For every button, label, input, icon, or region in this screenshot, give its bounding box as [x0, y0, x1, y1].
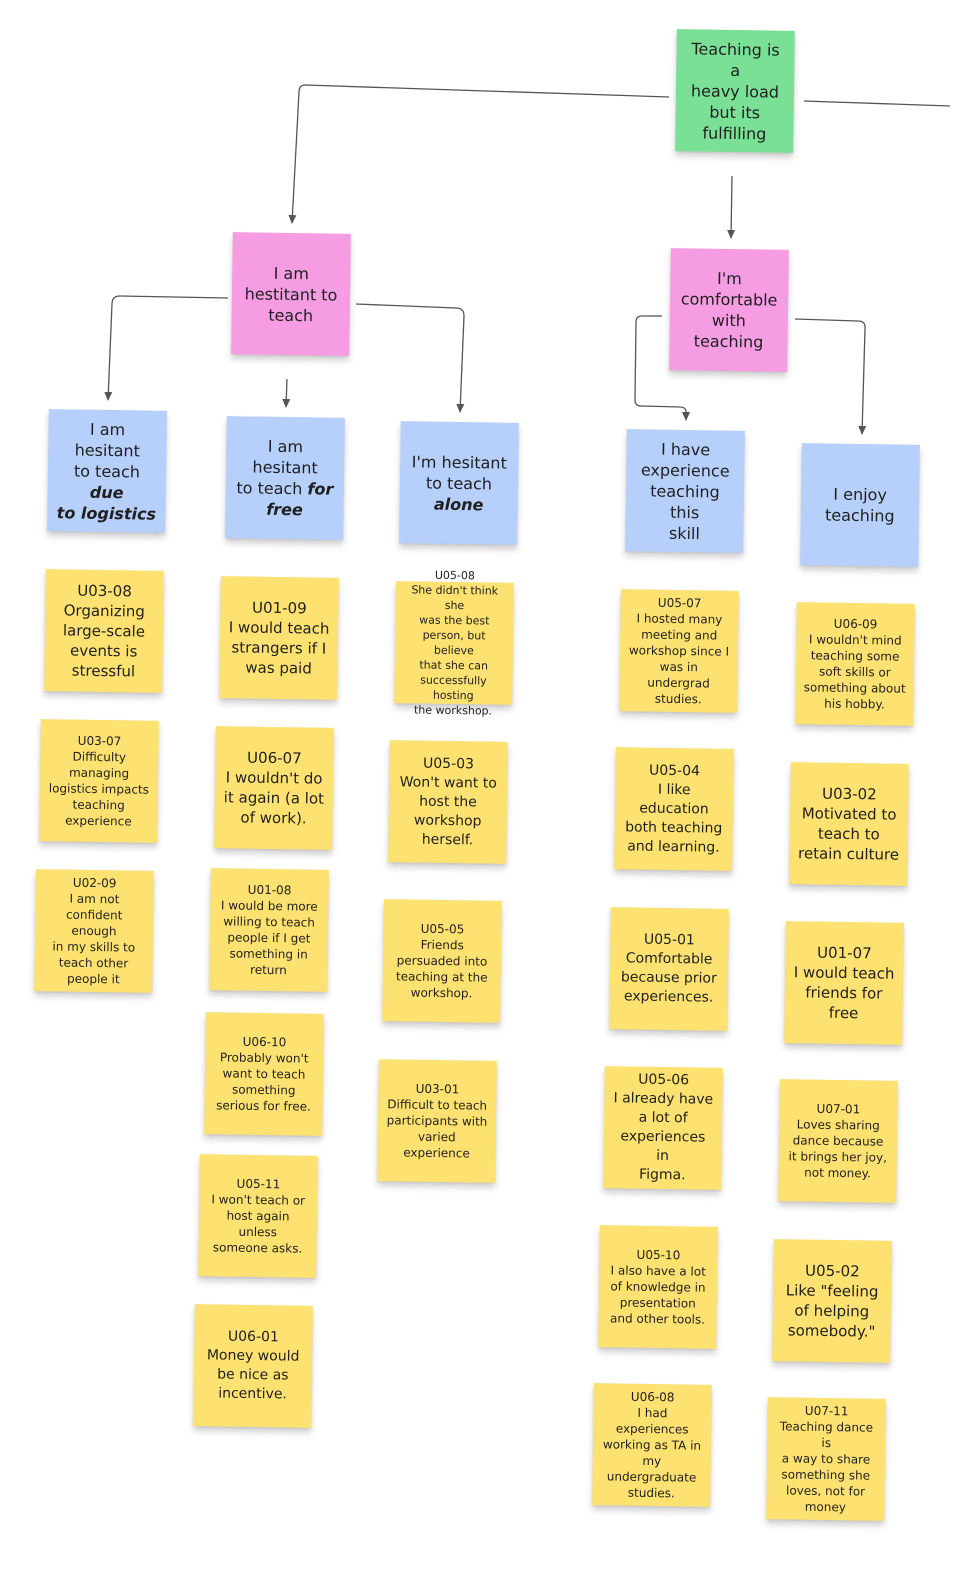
root-note[interactable]: Teaching is a heavy load but its fulfill… — [675, 29, 795, 153]
note-text: U01-09 I would teach strangers if I was … — [228, 598, 330, 678]
note-text: U05-02 Like "feeling of helping somebody… — [785, 1261, 879, 1341]
connector-hesitant-logistics[interactable] — [104, 295, 229, 401]
note-text: U06-07 I wouldn't do it again (a lot of … — [223, 748, 325, 828]
note-text: U07-11 Teaching dance is a way to share … — [779, 1403, 874, 1515]
connector-root-offscreen[interactable] — [803, 100, 951, 107]
note-u06-07[interactable]: U06-07 I wouldn't do it again (a lot of … — [214, 726, 334, 850]
note-text: U03-01 Difficult to teach participants w… — [386, 1081, 488, 1161]
note-u03-01[interactable]: U03-01 Difficult to teach participants w… — [377, 1059, 497, 1183]
note-u06-01[interactable]: U06-01 Money would be nice as incentive. — [193, 1304, 313, 1428]
note-u06-09[interactable]: U06-09 I wouldn't mind teaching some sof… — [795, 602, 915, 726]
note-u03-02[interactable]: U03-02 Motivated to teach to retain cult… — [789, 762, 909, 886]
note-u06-10[interactable]: U06-10 Probably won't want to teach some… — [204, 1012, 324, 1136]
note-u03-07[interactable]: U03-07 Difficulty managing logistics imp… — [39, 719, 159, 843]
note-u05-03[interactable]: U05-03 Won't want to host the workshop h… — [388, 740, 508, 864]
note-text: U05-01 Comfortable because prior experie… — [620, 931, 717, 1006]
note-u05-02[interactable]: U05-02 Like "feeling of helping somebody… — [772, 1239, 892, 1363]
note-u05-08[interactable]: U05-08 She didn't think she was the best… — [394, 569, 514, 718]
theme-comfortable[interactable]: I'm comfortable with teaching — [669, 248, 789, 372]
note-u05-06[interactable]: U05-06 I already have a lot of experienc… — [603, 1066, 723, 1190]
group-alone-text: I'm hesitant to teach alone — [411, 451, 507, 515]
theme-hesitant[interactable]: I am hestitant to teach — [231, 232, 351, 356]
note-text: U01-07 I would teach friends for free — [793, 943, 895, 1023]
note-u01-07[interactable]: U01-07 I would teach friends for free — [784, 921, 904, 1045]
note-text: U03-07 Difficulty managing logistics imp… — [48, 733, 150, 829]
note-text: U05-03 Won't want to host the workshop h… — [399, 755, 497, 848]
note-text: U06-09 I wouldn't mind teaching some sof… — [803, 616, 906, 712]
group-logistics-prefix: I am hesitant to teach — [73, 419, 141, 481]
note-text: U02-09 I am not confident enough in my s… — [52, 875, 136, 987]
group-free-prefix: I am hesitant to teach — [236, 436, 318, 499]
note-u06-08[interactable]: U06-08 I had experiences working as TA i… — [592, 1383, 712, 1507]
group-experience-text: I have experience teaching this skill — [640, 439, 730, 543]
group-alone-emphasis: alone — [433, 494, 484, 514]
group-alone[interactable]: I'm hesitant to teach alone — [399, 421, 519, 545]
group-experience[interactable]: I have experience teaching this skill — [625, 429, 745, 553]
note-u03-08[interactable]: U03-08 Organizing large-scale events is … — [44, 569, 164, 693]
note-text: U03-02 Motivated to teach to retain cult… — [797, 784, 900, 864]
connector-comfortable-enjoy[interactable] — [794, 318, 867, 435]
note-u05-07[interactable]: U05-07 I hosted many meeting and worksho… — [619, 589, 739, 713]
note-text: U06-08 I had experiences working as TA i… — [602, 1389, 702, 1501]
group-enjoy-text: I enjoy teaching — [824, 484, 895, 526]
theme-hesitant-text: I am hestitant to teach — [244, 263, 338, 325]
note-u05-11[interactable]: U05-11 I won't teach or host again unles… — [198, 1154, 318, 1278]
group-logistics-text: I am hesitant to teach due to logistics — [55, 418, 158, 524]
note-u02-09[interactable]: U02-09 I am not confident enough in my s… — [34, 869, 154, 993]
note-u05-05[interactable]: U05-05 Friends persuaded into teaching a… — [382, 899, 502, 1023]
note-u05-10[interactable]: U05-10 I also have a lot of knowledge in… — [598, 1225, 718, 1349]
connector-hesitant-alone[interactable] — [355, 303, 465, 413]
group-logistics[interactable]: I am hesitant to teach due to logistics — [47, 409, 167, 533]
note-text: U05-05 Friends persuaded into teaching a… — [395, 921, 488, 1001]
theme-comfortable-text: I'm comfortable with teaching — [680, 268, 778, 352]
note-u07-11[interactable]: U07-11 Teaching dance is a way to share … — [766, 1397, 886, 1521]
note-text: U05-08 She didn't think she was the best… — [411, 568, 499, 718]
note-u01-09[interactable]: U01-09 I would teach strangers if I was … — [219, 576, 339, 700]
group-logistics-emphasis: due to logistics — [56, 482, 157, 524]
note-text: U05-06 I already have a lot of experienc… — [613, 1071, 714, 1184]
note-text: U05-04 I like education both teaching an… — [625, 762, 723, 856]
root-note-text: Teaching is a heavy load but its fulfill… — [690, 38, 780, 143]
note-text: U05-11 I won't teach or host again unles… — [211, 1176, 306, 1256]
connector-root-hesitant[interactable] — [288, 84, 670, 224]
note-text: U05-10 I also have a lot of knowledge in… — [609, 1247, 706, 1327]
group-alone-prefix: I'm hesitant to teach — [411, 451, 507, 493]
group-free-text: I am hesitant to teach for free — [233, 435, 336, 520]
note-u05-04[interactable]: U05-04 I like education both teaching an… — [614, 747, 734, 871]
note-text: U07-01 Loves sharing dance because it br… — [788, 1101, 888, 1181]
note-u01-08[interactable]: U01-08 I would be more willing to teach … — [209, 868, 329, 992]
note-text: U06-10 Probably won't want to teach some… — [216, 1034, 312, 1114]
connector-hesitant-free[interactable] — [282, 378, 291, 408]
note-u05-01[interactable]: U05-01 Comfortable because prior experie… — [609, 907, 729, 1031]
note-text: U03-08 Organizing large-scale events is … — [62, 581, 146, 681]
note-text: U01-08 I would be more willing to teach … — [220, 882, 318, 978]
group-enjoy[interactable]: I enjoy teaching — [800, 443, 920, 567]
note-text: U05-07 I hosted many meeting and worksho… — [628, 595, 730, 707]
group-free[interactable]: I am hesitant to teach for free — [225, 416, 345, 540]
note-text: U06-01 Money would be nice as incentive. — [206, 1328, 300, 1403]
connector-root-comfortable[interactable] — [727, 175, 736, 239]
note-u07-01[interactable]: U07-01 Loves sharing dance because it br… — [778, 1079, 898, 1203]
